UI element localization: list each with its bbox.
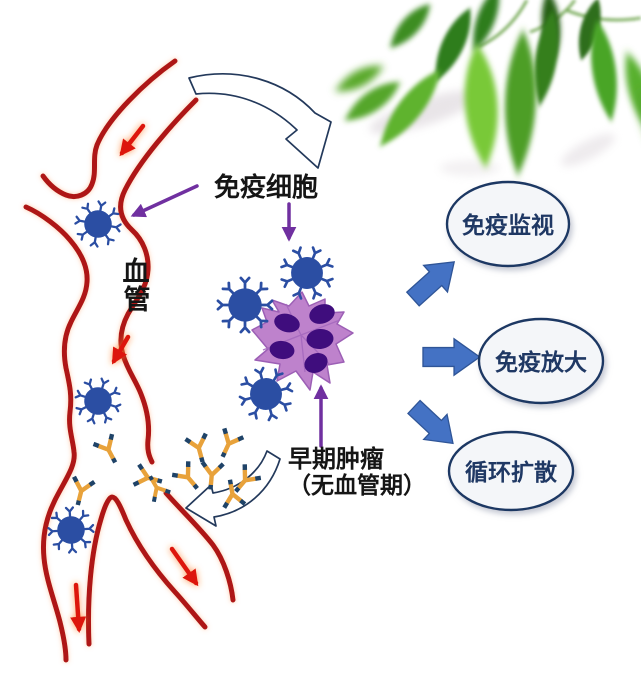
antibodies xyxy=(68,428,261,507)
block-arrow-surveillance xyxy=(400,248,467,313)
antibody-icon xyxy=(172,461,205,495)
early-tumor-label-line2: （无血管期） xyxy=(288,472,426,499)
antibody-icon xyxy=(186,434,213,465)
tumor-body xyxy=(251,291,354,391)
early-tumor-label-line1: 早期肿瘤 xyxy=(288,445,384,473)
blood-vessel xyxy=(23,58,236,663)
antibody-icon xyxy=(200,462,223,490)
leaf-cluster xyxy=(331,0,641,190)
bubble-circulation-label: 循环扩散 xyxy=(465,459,557,486)
vessel-wall-left-main xyxy=(23,204,90,663)
bubble-immune-surveillance: 免疫监视 xyxy=(445,180,571,268)
block-arrow-amplification xyxy=(422,338,481,376)
bubble-surveillance-label: 免疫监视 xyxy=(462,212,554,239)
vessel-label-char1: 血 xyxy=(123,257,150,288)
curved-arrow-top xyxy=(188,73,332,169)
vessel-wall-right-branch xyxy=(163,490,236,603)
vessel-wall-right-main xyxy=(118,97,199,465)
tumor-cluster xyxy=(251,291,354,391)
blood-flow-arrows xyxy=(70,123,199,634)
flow-arrow-mid xyxy=(111,334,131,365)
antibody-icon xyxy=(94,434,125,467)
vessel-label-char2: 管 xyxy=(124,285,151,316)
pointer-arrows xyxy=(130,184,329,448)
immune-cell-label: 免疫细胞 xyxy=(214,172,318,203)
bubble-amplification-label: 免疫放大 xyxy=(495,349,587,376)
vessel-wall-left-top xyxy=(40,58,178,200)
bubble-immune-amplification: 免疫放大 xyxy=(477,317,605,405)
immune-cell-icon xyxy=(74,200,122,248)
vessel-wall-inner-fork xyxy=(86,494,208,647)
immune-cell-icon xyxy=(71,374,125,428)
pointer-arrow-to-vessel-cell xyxy=(130,184,199,218)
leaves-decoration xyxy=(331,0,641,190)
block-arrow-circulation xyxy=(401,393,466,457)
antibody-icon xyxy=(68,477,95,508)
antibody-icon xyxy=(213,428,243,461)
text-labels: 血 管 免疫细胞 早期肿瘤 （无血管期） xyxy=(123,172,427,499)
flow-arrow-bottom-left xyxy=(70,582,87,634)
flow-arrow-top xyxy=(119,123,146,157)
outcome-bubbles: 免疫监视 免疫放大 循环扩散 xyxy=(445,180,605,512)
tumor-nuclei xyxy=(269,304,335,373)
block-arrows xyxy=(400,248,481,457)
flow-arrow-bottom-right xyxy=(169,546,199,587)
immune-cell-icon xyxy=(274,240,340,306)
bubble-circulation-spread: 循环扩散 xyxy=(447,430,575,512)
